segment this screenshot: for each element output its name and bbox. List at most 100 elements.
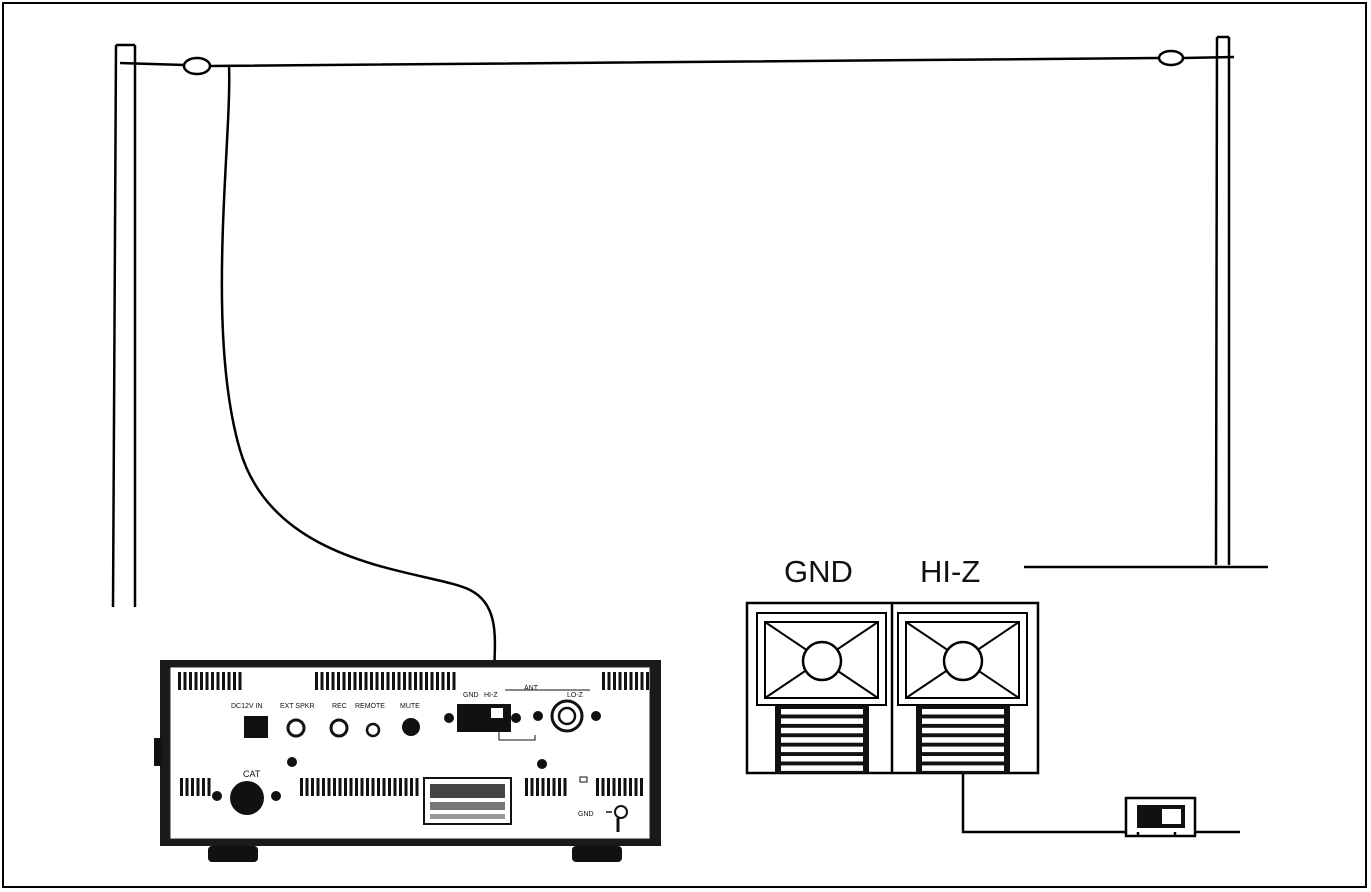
cat-label: CAT [243,769,261,779]
screw [444,713,454,723]
vent-slot [375,672,379,690]
vent-slot [629,672,633,690]
vent-slot [404,778,408,796]
vent-slot [322,778,325,796]
remote-label: REMOTE [355,703,385,710]
lead-in-wire [220,65,497,676]
vent-slot [646,672,649,690]
vent-slot [178,672,181,690]
receiver-connection-wire [961,773,1240,834]
vent-slot [331,672,335,690]
gnd-terminal-ribs [775,705,869,773]
vent-slot [640,672,644,690]
terminal-rib [781,746,863,753]
terminal-rib [781,709,863,715]
vent-slot [397,672,401,690]
vent-slot [392,672,395,690]
vent-slot [415,778,419,796]
left-mast [111,43,137,608]
vent-slot [558,778,561,796]
vent-slot [238,672,242,690]
left-insulator [182,56,212,76]
vent-slot [607,672,611,690]
dc-in-jack [244,716,268,738]
vent-slot [441,672,445,690]
vent-slot [371,778,375,796]
ground-switch-box [1124,796,1197,838]
vent-slot [300,778,303,796]
vent-slot [377,778,380,796]
ant-hiz-label: HI-Z [484,692,498,699]
vent-slot [233,672,236,690]
vent-slot [447,672,450,690]
ant-label: ANT [524,685,539,692]
screw [511,713,521,723]
gnd-post-label: GND [578,811,594,818]
vent-slot [342,672,346,690]
vent-slot [366,778,369,796]
vent-slot [624,672,627,690]
vent-slot [316,778,320,796]
vent-slot [403,672,406,690]
vent-slot [200,672,203,690]
screw [537,759,547,769]
ant-loz-label: LO-Z [567,692,584,699]
vent-slot [180,778,183,796]
vent-slot [530,778,534,796]
vent-slot [185,778,189,796]
remote-jack [365,722,381,738]
vent-slot [327,778,331,796]
ext-spkr-jack [286,718,306,738]
vent-slot [408,672,412,690]
screw [591,711,601,721]
vent-slot [359,672,362,690]
vent-slot [207,778,211,796]
vent-slot [355,778,358,796]
vent-slot [222,672,225,690]
ext-spkr-label: EXT SPKR [280,703,315,710]
vent-slot [388,778,391,796]
vent-slot [430,672,434,690]
vent-slot [613,672,616,690]
vent-slot [364,672,368,690]
vent-slot [618,672,622,690]
vent-slot [629,778,632,796]
vent-slot [552,778,556,796]
terminal-rib [922,765,1004,771]
vent-slot [635,672,638,690]
terminal-rib [922,737,1004,743]
vent-slot [344,778,347,796]
receiver: DC12V IN EXT SPKR REC REMOTE MUTE ANT GN… [154,660,661,862]
right-mast [1214,35,1231,566]
vent-slot [205,672,209,690]
hiz-terminal-ribs [916,705,1010,773]
vent-slot [602,672,605,690]
vent-slot [536,778,539,796]
small-switch [579,776,588,783]
vent-slot [414,672,417,690]
vent-slot [612,778,616,796]
terminal-rib [781,727,863,734]
vent-slot [607,778,610,796]
vent-slot [191,778,194,796]
terminal-rib [922,718,1004,724]
cat-connector [230,781,264,815]
vent-slot [419,672,423,690]
vent-slot [227,672,231,690]
vent-slot [541,778,545,796]
vent-slot [189,672,192,690]
vent-slot [338,778,342,796]
vent-slot [202,778,205,796]
vent-slot [596,778,599,796]
vent-slot [183,672,187,690]
vent-slot [381,672,384,690]
mute-jack [402,718,420,736]
vent-slot [618,778,621,796]
ant-gnd-label: GND [463,692,479,699]
right-insulator [1157,49,1185,67]
vent-slot [326,672,329,690]
vent-slot [311,778,314,796]
vent-slot [410,778,413,796]
